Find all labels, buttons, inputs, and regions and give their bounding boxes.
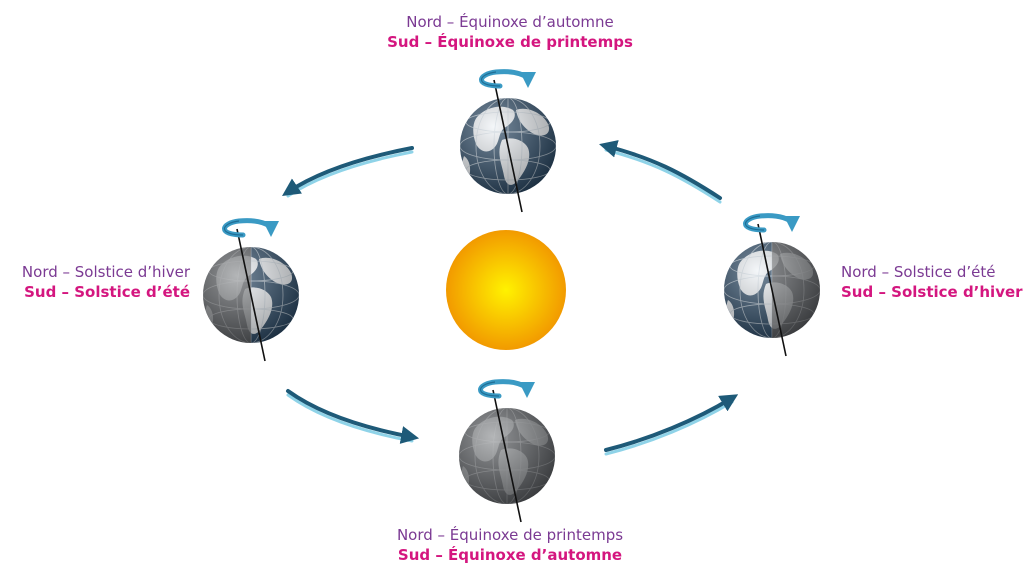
label-top-north: Nord – Équinoxe d’automne [406, 13, 614, 31]
label-right-north: Nord – Solstice d’été [841, 263, 996, 281]
label-left: Nord – Solstice d’hiver Sud – Solstice d… [22, 262, 190, 302]
orbit-arrow-icon [599, 140, 722, 200]
earth-globe-right [724, 216, 820, 356]
orbit-arrow-icon [286, 393, 414, 443]
sun-icon [446, 230, 566, 350]
label-top-south: Sud – Équinoxe de printemps [387, 33, 633, 51]
earth-globe-bottom [459, 382, 555, 522]
label-right: Nord – Solstice d’été Sud – Solstice d’h… [841, 262, 1023, 302]
label-bottom: Nord – Équinoxe de printemps Sud – Équin… [350, 525, 670, 565]
label-bottom-south: Sud – Équinoxe d’automne [397, 546, 623, 564]
label-bottom-north: Nord – Équinoxe de printemps [396, 526, 624, 544]
label-left-south: Sud – Solstice d’été [24, 283, 190, 301]
orbit-arrow-icon [282, 146, 414, 196]
label-top: Nord – Équinoxe d’automne Sud – Équinoxe… [350, 12, 670, 52]
earth-globe-top [460, 72, 556, 212]
orbit-arrow-icon [286, 150, 414, 198]
orbit-arrow-icon [604, 148, 722, 204]
earth-globe-left [203, 221, 299, 361]
orbit-arrows [282, 140, 739, 456]
label-left-north: Nord – Solstice d’hiver [21, 263, 190, 281]
orbit-arrow-icon [286, 389, 420, 444]
orbit-arrow-icon [604, 394, 739, 452]
label-right-south: Sud – Solstice d’hiver [841, 283, 1023, 301]
